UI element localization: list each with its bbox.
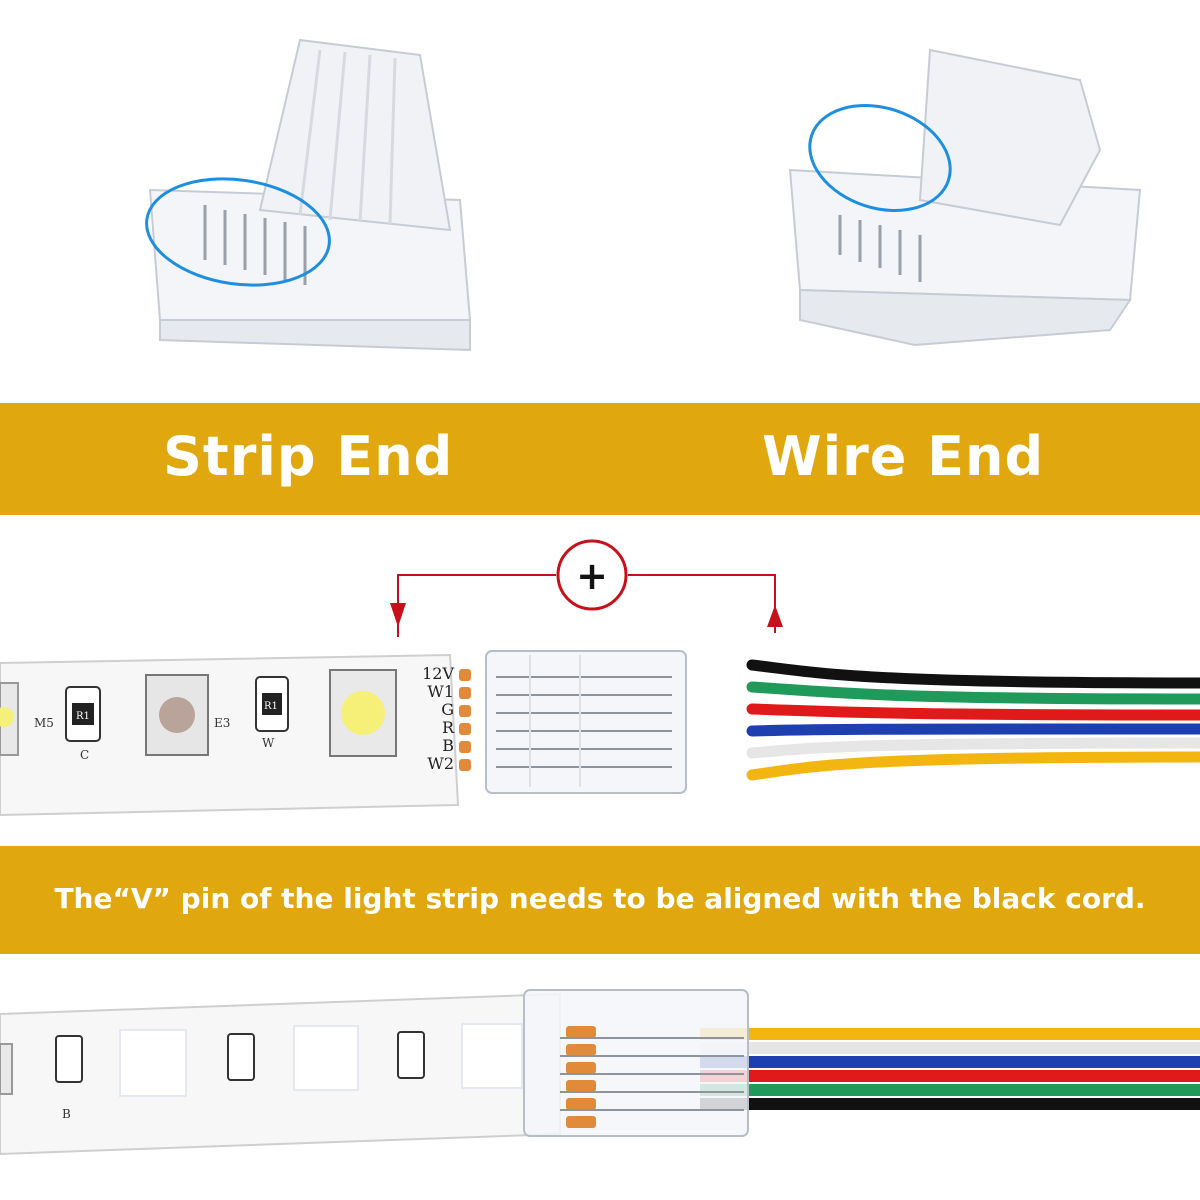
pin-label-w1: W1: [427, 682, 454, 701]
strip-marking-r1-b: R1: [264, 701, 278, 712]
wire-end-label: Wire End: [762, 425, 1045, 488]
strip-marking-m5: M5: [34, 716, 54, 730]
strip-end-connector: [145, 38, 472, 352]
wire-end-highlight: [808, 103, 952, 213]
plus-symbol: +: [576, 554, 608, 598]
strip-marking-w: W: [262, 736, 275, 750]
assembled-wires: [700, 1028, 1200, 1110]
connector-photos: [145, 38, 1142, 352]
strip-marking-c: C: [80, 748, 89, 762]
pin-label-12v: 12V: [422, 664, 454, 683]
connector-side-view: [485, 650, 687, 794]
loose-wires: [746, 659, 1200, 781]
strip-marking-b: B: [62, 1107, 71, 1121]
pin-labels: 12V W1 G R B W2: [422, 664, 455, 773]
strip-marking-r1-a: R1: [76, 711, 90, 722]
plus-circle-icon: [556, 539, 628, 611]
strip-end-label: Strip End: [163, 425, 454, 488]
arrow-down-icon: [390, 603, 406, 627]
strip-marking-e3: E3: [214, 716, 230, 730]
pin-label-b: B: [442, 736, 454, 755]
strip-end-highlight: [145, 177, 331, 287]
arrow-up-icon: [767, 605, 783, 627]
wire-end-connector: [788, 48, 1142, 347]
alignment-note-banner: The“V” pin of the light strip needs to b…: [0, 846, 1200, 954]
strip-wire-banner: Strip End Wire End: [0, 403, 1200, 515]
pin-label-r: R: [442, 718, 455, 737]
pin-label-w2: W2: [427, 754, 454, 773]
led-strip: M5 R1 E3 R1 W C: [0, 653, 460, 817]
pin-label-g: G: [441, 700, 454, 719]
solder-pads: [459, 669, 471, 771]
alignment-note: The“V” pin of the light strip needs to b…: [54, 882, 1146, 915]
assembled-connection: B: [0, 989, 1200, 1156]
connection-diagram: + M5 R1 E3 R1 W C 12V W1 G R B W2: [0, 539, 1200, 817]
